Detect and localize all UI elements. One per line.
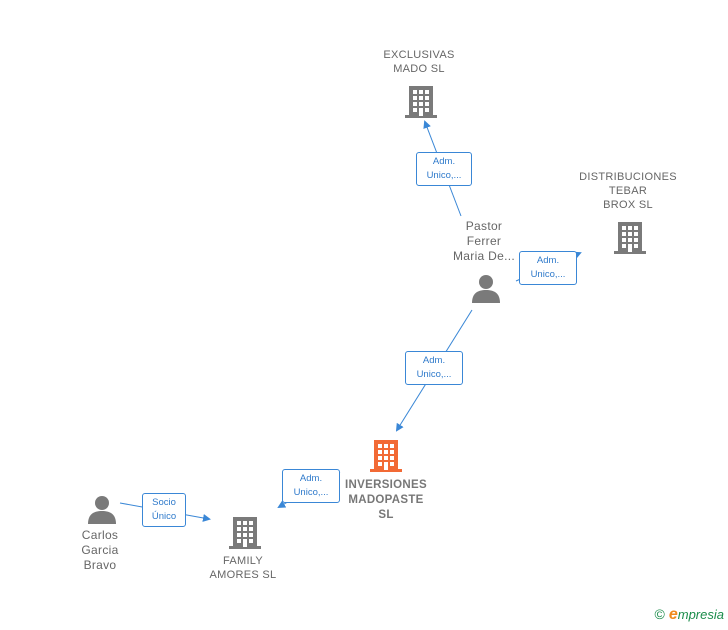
building-icon (370, 440, 402, 472)
node-label: EXCLUSIVAS MADO SL (383, 49, 455, 75)
building-icon (614, 222, 646, 254)
brand-name: mpresia (677, 607, 724, 622)
node-label: Carlos Garcia Bravo (81, 528, 119, 572)
node-label: FAMILY AMORES SL (209, 555, 277, 581)
copyright-icon: © (654, 606, 665, 622)
brand-initial: e (668, 606, 678, 623)
edge-label-inversiones-family[interactable]: Adm. Unico,... (282, 469, 340, 503)
empresia-logo: ©empresia (655, 606, 724, 624)
node-label: Pastor Ferrer Maria De... (453, 219, 515, 263)
edge-label-carlos-family[interactable]: Socio Único (142, 493, 186, 527)
person-icon (472, 275, 500, 303)
node-label: DISTRIBUCIONES TEBAR BROX SL (579, 171, 677, 211)
building-icon (229, 517, 261, 549)
node-label: INVERSIONES MADOPASTE SL (345, 479, 427, 521)
person-icon (88, 496, 116, 524)
edge-label-pastor-inversiones[interactable]: Adm. Unico,... (405, 351, 463, 385)
edge-label-pastor-exclusivas[interactable]: Adm. Unico,... (416, 152, 472, 186)
edge-label-pastor-distribuciones[interactable]: Adm. Unico,... (519, 251, 577, 285)
building-icon (405, 86, 437, 118)
